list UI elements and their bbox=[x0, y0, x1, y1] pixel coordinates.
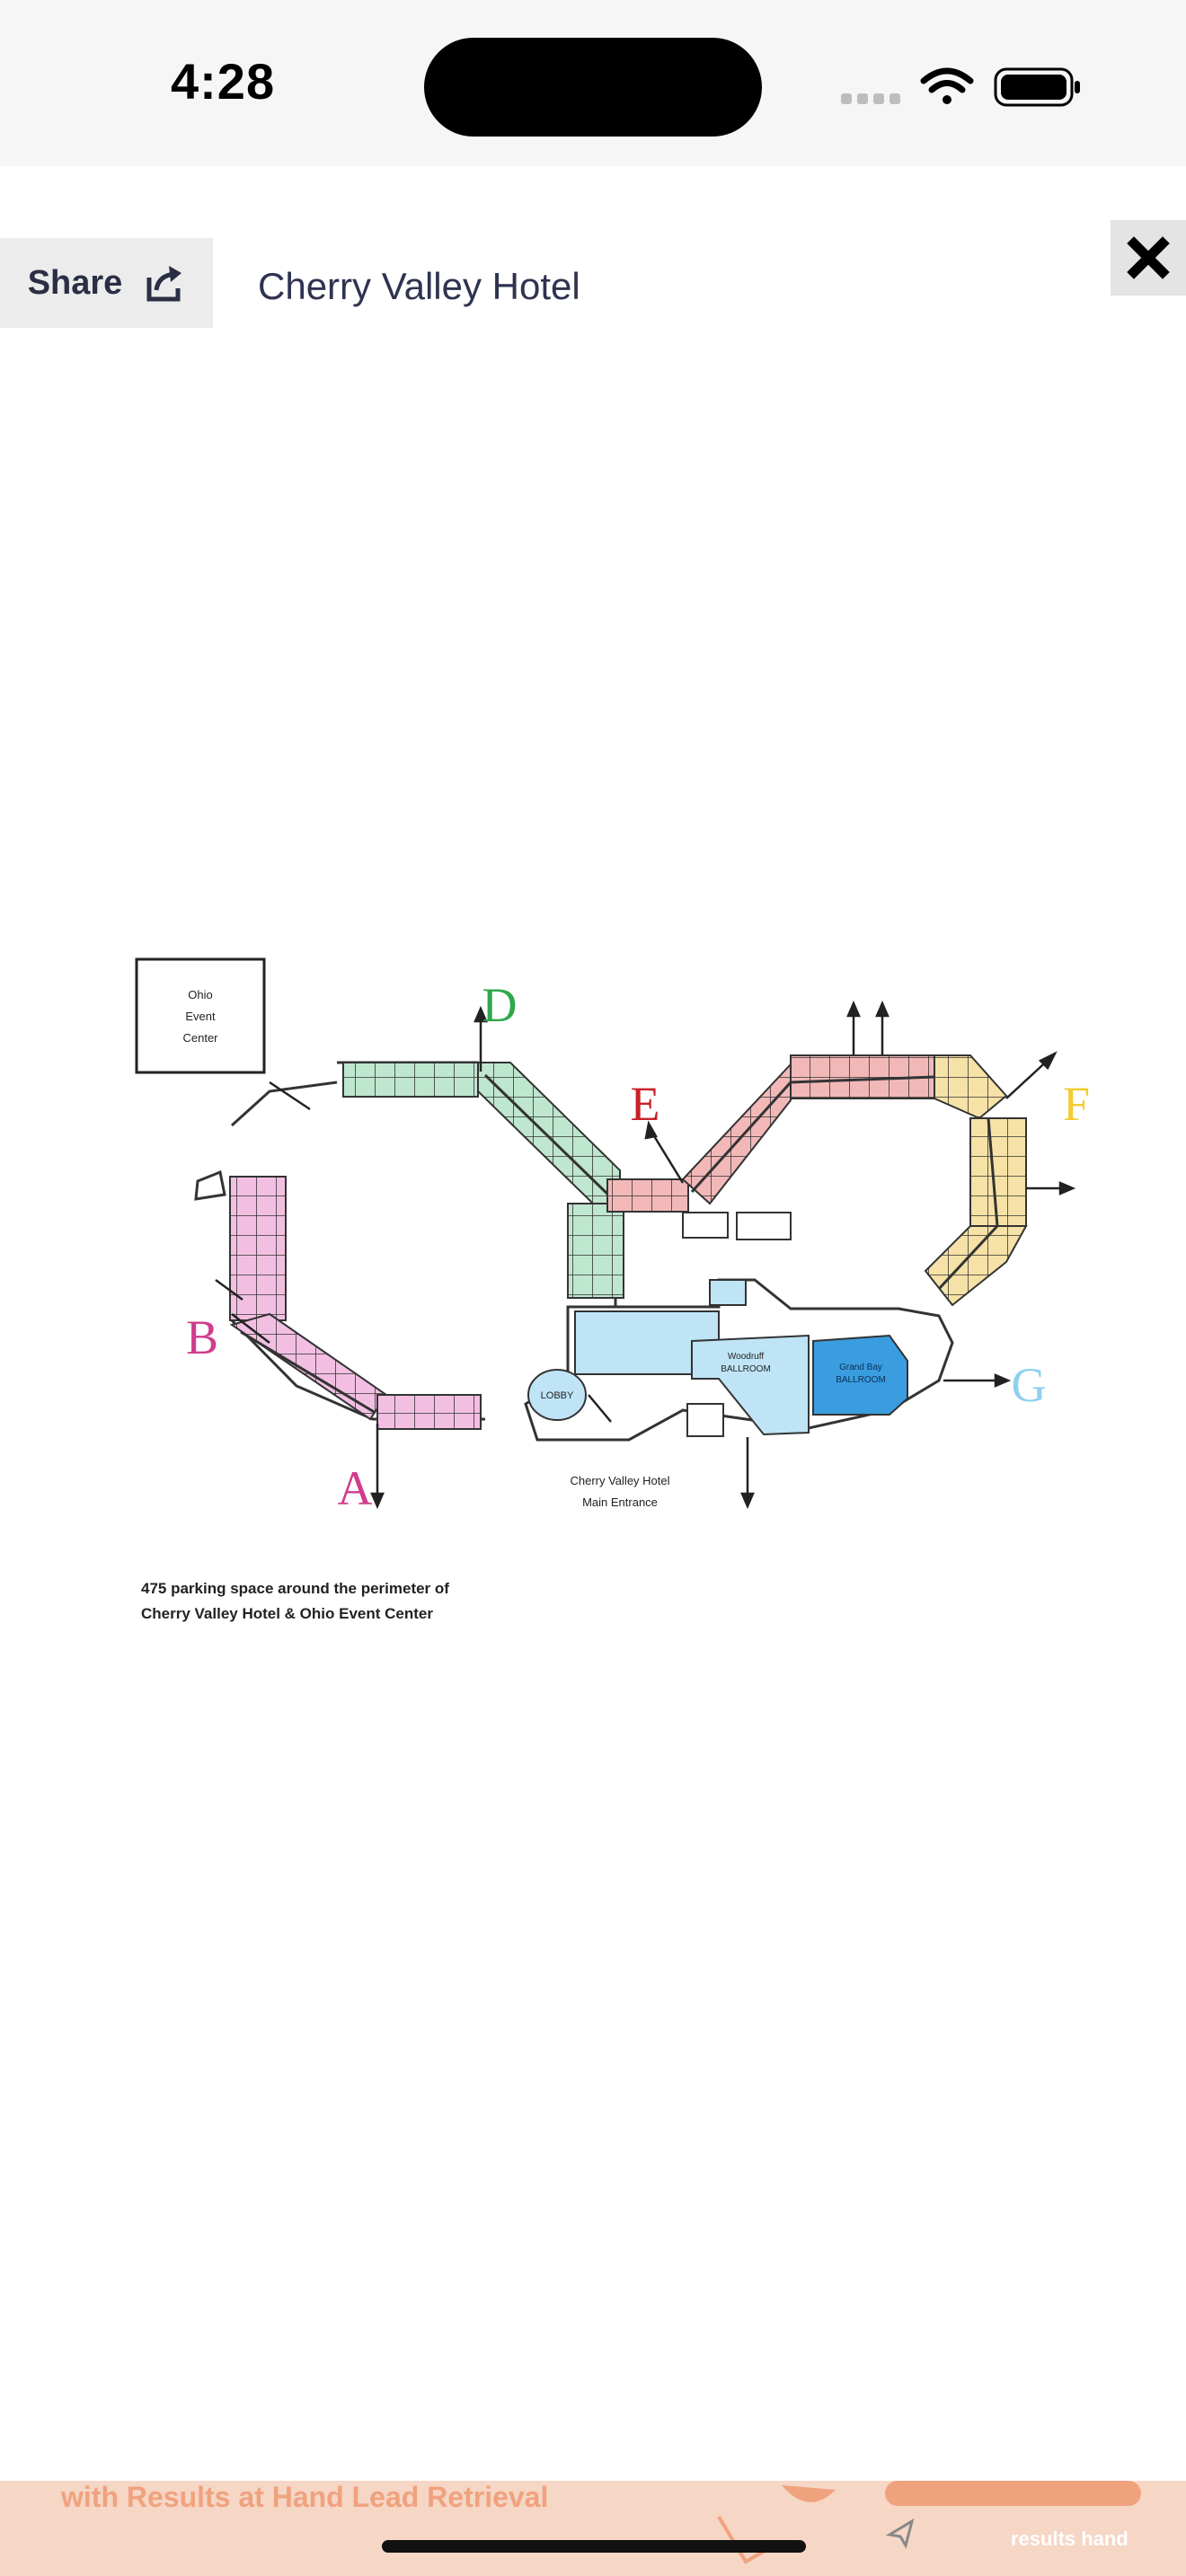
ballroom-2-line-2: BALLROOM bbox=[836, 1375, 886, 1385]
wifi-icon bbox=[920, 67, 974, 104]
parking-note-line-1: 475 parking space around the perimeter o… bbox=[141, 1580, 449, 1597]
share-label: Share bbox=[27, 263, 123, 302]
wing-e bbox=[606, 1054, 935, 1213]
status-icons bbox=[841, 67, 1080, 107]
region-label-b: B bbox=[186, 1310, 218, 1364]
central-core: LOBBY Woodruff BALLROOM Grand Bay BALLRO… bbox=[524, 1212, 954, 1509]
wing-d bbox=[342, 1062, 624, 1299]
region-label-f: F bbox=[1063, 1077, 1090, 1131]
close-button[interactable] bbox=[1111, 220, 1186, 296]
signal-dots-icon bbox=[841, 93, 900, 104]
battery-icon bbox=[994, 67, 1080, 107]
document-title: Cherry Valley Hotel bbox=[258, 265, 580, 307]
ad-text: with Results at Hand Lead Retrieval bbox=[61, 2481, 549, 2513]
ohio-event-center-line-2: Event bbox=[185, 1010, 216, 1023]
app-header: Share Cherry Valley Hotel bbox=[0, 166, 1186, 346]
dynamic-island bbox=[424, 38, 762, 137]
floor-plan-view[interactable]: Ohio Event Center bbox=[0, 346, 1186, 1783]
ohio-event-center-line-1: Ohio bbox=[188, 988, 212, 1001]
ohio-event-center: Ohio Event Center bbox=[135, 957, 266, 1074]
main-entrance-line-2: Main Entrance bbox=[582, 1495, 658, 1509]
region-label-g: G bbox=[1012, 1358, 1047, 1412]
close-x-icon bbox=[1127, 236, 1170, 279]
share-export-icon bbox=[146, 266, 182, 302]
ballroom-1-line-1: Woodruff bbox=[728, 1352, 764, 1362]
ohio-event-center-line-3: Center bbox=[182, 1031, 218, 1045]
region-label-a: A bbox=[338, 1461, 373, 1515]
parking-note: 475 parking space around the perimeter o… bbox=[141, 1576, 449, 1627]
share-button[interactable]: Share bbox=[0, 238, 213, 328]
ballroom-2-line-1: Grand Bay bbox=[839, 1363, 882, 1372]
ad-logo: results hand bbox=[1011, 2527, 1128, 2550]
ad-graphic bbox=[717, 2481, 1141, 2564]
status-time: 4:28 bbox=[171, 53, 276, 110]
wing-f bbox=[924, 1054, 1028, 1307]
main-entrance-line-1: Cherry Valley Hotel bbox=[570, 1474, 669, 1487]
wing-a-b bbox=[229, 1176, 482, 1430]
parking-note-line-2: Cherry Valley Hotel & Ohio Event Center bbox=[141, 1605, 433, 1622]
hotel-floor-plan: Ohio Event Center bbox=[135, 957, 1090, 1515]
region-label-d: D bbox=[482, 978, 518, 1032]
status-bar: 4:28 bbox=[0, 0, 1186, 166]
entrance-arrows bbox=[215, 1000, 1076, 1510]
ad-banner[interactable]: with Results at Hand Lead Retrieval resu… bbox=[0, 2481, 1186, 2576]
home-indicator[interactable] bbox=[382, 2540, 806, 2553]
cursor-icon bbox=[885, 2518, 915, 2549]
ballroom-1-line-2: BALLROOM bbox=[721, 1364, 771, 1374]
region-label-e: E bbox=[631, 1077, 660, 1131]
lobby-label: LOBBY bbox=[541, 1390, 574, 1401]
